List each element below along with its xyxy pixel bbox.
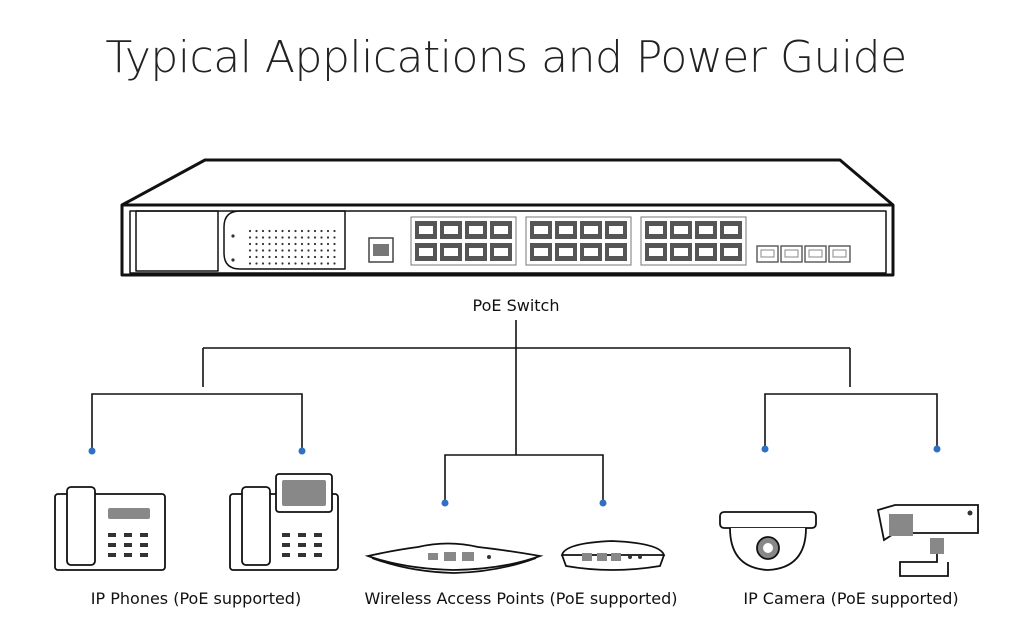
- desk-phone-icon: [54, 486, 166, 571]
- rj45-port: [670, 243, 692, 261]
- rj45-port: [415, 221, 437, 239]
- rj45-port: [415, 243, 437, 261]
- rj45-port: [490, 243, 512, 261]
- rj45-port: [465, 221, 487, 239]
- ip-phones-label: IP Phones (PoE supported): [90, 589, 302, 608]
- sfp-port: [756, 245, 779, 263]
- wireless-access-points-label: Wireless Access Points (PoE supported): [364, 589, 678, 608]
- video-phone-icon: [229, 473, 339, 571]
- sfp-port: [828, 245, 851, 263]
- sfp-ports: [756, 245, 851, 263]
- rj45-port-banks: [410, 216, 747, 266]
- poe-switch-label: PoE Switch: [472, 296, 560, 315]
- connection-lines: [91, 320, 938, 502]
- rj45-port: [580, 243, 602, 261]
- connection-nodes: [88, 445, 941, 507]
- rj45-port: [440, 221, 462, 239]
- rj45-port: [695, 221, 717, 239]
- status-led-panel: [231, 229, 336, 265]
- rj45-port: [530, 221, 552, 239]
- rj45-port: [465, 243, 487, 261]
- page-title: Typical Applications and Power Guide: [105, 32, 907, 83]
- rj45-port: [580, 221, 602, 239]
- bullet-camera-icon: [876, 504, 979, 577]
- rj45-port: [605, 221, 627, 239]
- rj45-port: [440, 243, 462, 261]
- rj45-port: [720, 221, 742, 239]
- rj45-port: [555, 243, 577, 261]
- rj45-port: [645, 243, 667, 261]
- sfp-port: [780, 245, 803, 263]
- rj45-port: [670, 221, 692, 239]
- rj45-port: [530, 243, 552, 261]
- rj45-port: [720, 243, 742, 261]
- sfp-port: [804, 245, 827, 263]
- rj45-port: [645, 221, 667, 239]
- rj45-port: [695, 243, 717, 261]
- rj45-port: [605, 243, 627, 261]
- rj45-port: [555, 221, 577, 239]
- rj45-port: [490, 221, 512, 239]
- ip-camera-label: IP Camera (PoE supported): [743, 589, 959, 608]
- dome-camera-icon: [719, 511, 817, 571]
- console-port: [368, 237, 394, 263]
- wide-access-point-icon: [364, 542, 544, 574]
- ceiling-access-point-icon: [560, 540, 666, 571]
